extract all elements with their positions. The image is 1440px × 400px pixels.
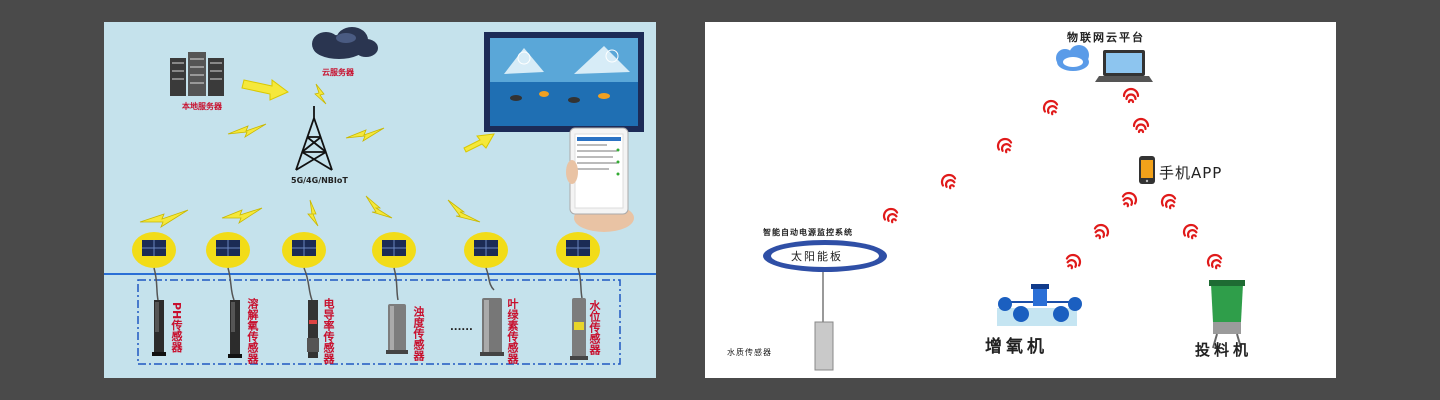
wifi-icon xyxy=(1093,223,1110,240)
wifi-icon xyxy=(1182,223,1199,240)
ph-probe-icon xyxy=(152,300,166,356)
wifi-icon xyxy=(1042,99,1059,116)
buoy-icon xyxy=(282,232,326,301)
laptop-icon xyxy=(1095,50,1153,82)
cloud-server-label: 云服务器 xyxy=(322,68,354,77)
feeder-icon xyxy=(1209,280,1245,349)
lightning-bolt-icon xyxy=(139,209,189,228)
chlorophyll-probe-icon xyxy=(480,298,504,356)
water-level-probe-icon xyxy=(570,298,588,360)
wifi-icon xyxy=(1121,191,1138,208)
sensor-label-turbidity: 浊度传感器 xyxy=(412,306,425,361)
water-sensor-caption: 水质传感器 xyxy=(727,348,772,357)
lightning-bolt-icon xyxy=(307,199,319,227)
cell-tower-icon xyxy=(295,106,333,171)
wifi-icon xyxy=(1122,87,1140,104)
cloud-icon xyxy=(1056,45,1089,71)
tablet-icon xyxy=(566,127,634,232)
buoy-icon xyxy=(206,232,250,301)
feeder-label: 投料机 xyxy=(1195,341,1253,359)
wifi-icon xyxy=(1160,193,1177,210)
wifi-icon xyxy=(940,173,957,190)
lightning-bolt-icon xyxy=(227,123,267,138)
wifi-icon xyxy=(1132,117,1150,134)
cloud-icon xyxy=(312,27,378,59)
left-diagram-panel: 云服务器 本地服务器 5G/4G/NBIoT PH传感器 溶解氧传感器 电导率传… xyxy=(104,22,656,378)
local-server-label: 本地服务器 xyxy=(182,102,222,111)
signal-bolts xyxy=(139,83,481,228)
solar-panel-icon xyxy=(763,240,887,371)
cloud-platform-label: 物联网云平台 xyxy=(1067,31,1145,44)
sensor-probes xyxy=(152,298,588,360)
lightning-bolt-icon xyxy=(314,83,327,105)
aerator-label: 增氧机 xyxy=(985,337,1048,357)
ellipsis-label: ...... xyxy=(450,322,473,333)
tower-label: 5G/4G/NBIoT xyxy=(291,176,348,185)
sensor-label-chlorophyll: 叶绿素传感器 xyxy=(506,298,519,364)
solar-panel-label: 太阳能板 xyxy=(791,250,843,263)
buoy-icon xyxy=(132,232,176,301)
sensor-group-box xyxy=(137,279,621,365)
arrow-icon xyxy=(241,79,289,101)
sensor-label-ph: PH传感器 xyxy=(170,302,183,353)
sensor-label-conductivity: 电导率传感器 xyxy=(322,298,335,364)
sensor-label-dissolved-oxygen: 溶解氧传感器 xyxy=(246,298,259,364)
sensor-label-water-level: 水位传感器 xyxy=(588,300,601,355)
phone-icon xyxy=(1139,156,1155,184)
right-diagram-graphics xyxy=(763,45,1245,371)
server-stack-icon xyxy=(170,52,224,96)
aerator-icon xyxy=(997,284,1082,326)
arrow-icon xyxy=(463,133,495,153)
lightning-bolt-icon xyxy=(221,207,263,225)
wifi-icon xyxy=(882,207,899,224)
lightning-bolt-icon xyxy=(365,195,393,219)
buoys xyxy=(132,232,600,301)
lightning-bolt-icon xyxy=(447,199,481,223)
turbidity-probe-icon xyxy=(386,304,408,354)
dissolved-oxygen-probe-icon xyxy=(228,300,242,358)
lightning-bolt-icon xyxy=(345,127,385,142)
solar-caption: 智能自动电源监控系统 xyxy=(763,228,853,237)
wifi-signals xyxy=(882,87,1223,270)
wifi-icon xyxy=(1206,253,1223,270)
conductivity-probe-icon xyxy=(307,300,319,358)
wifi-icon xyxy=(996,137,1013,154)
left-diagram-graphics xyxy=(104,27,656,365)
wifi-icon xyxy=(1065,253,1082,270)
buoy-icon xyxy=(464,232,508,291)
right-diagram-panel: 物联网云平台 手机APP 智能自动电源监控系统 太阳能板 水质传感器 增氧机 投… xyxy=(705,22,1336,378)
buoy-icon xyxy=(556,232,600,299)
buoy-icon xyxy=(372,232,416,301)
phone-app-label: 手机APP xyxy=(1159,164,1223,182)
monitor-icon xyxy=(484,32,644,132)
